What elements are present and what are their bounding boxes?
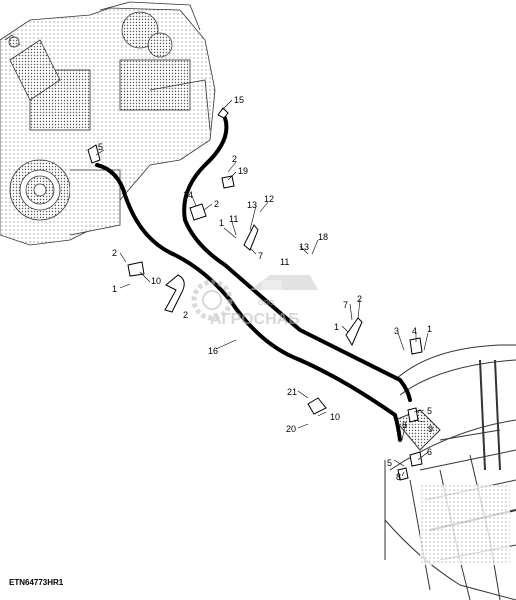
callout-20: 20 bbox=[286, 424, 296, 434]
callout-16: 16 bbox=[208, 346, 218, 356]
callout-6: 6 bbox=[402, 420, 407, 430]
callout-10: 10 bbox=[330, 412, 340, 422]
callout-2: 2 bbox=[214, 199, 219, 209]
callout-5: 5 bbox=[98, 142, 103, 152]
clamps-and-fittings bbox=[87, 107, 423, 481]
callout-2: 2 bbox=[112, 248, 117, 258]
callout-13: 13 bbox=[247, 200, 257, 210]
callout-3: 3 bbox=[394, 326, 399, 336]
callout-14: 14 bbox=[183, 190, 193, 200]
callout-7: 7 bbox=[258, 251, 263, 261]
callout-2: 2 bbox=[232, 154, 237, 164]
leader-lines bbox=[95, 99, 429, 477]
callout-5: 5 bbox=[427, 406, 432, 416]
callouts: 15 5 2 19 14 2 12 13 11 1 7 18 13 11 2 1… bbox=[98, 95, 433, 482]
watermark: ООО АГРОСНАБ bbox=[191, 275, 318, 328]
callout-21: 21 bbox=[287, 387, 297, 397]
callout-15: 15 bbox=[234, 95, 244, 105]
callout-1: 1 bbox=[334, 322, 339, 332]
callout-2: 2 bbox=[183, 310, 188, 320]
callout-11: 11 bbox=[229, 214, 238, 224]
callout-11: 11 bbox=[280, 257, 289, 267]
drawing-reference-code: ETN64773HR1 bbox=[9, 578, 64, 587]
callout-1: 1 bbox=[112, 284, 117, 294]
watermark-prefix: ООО bbox=[258, 300, 275, 307]
callout-1: 1 bbox=[427, 324, 432, 334]
callout-5: 5 bbox=[387, 458, 392, 468]
callout-13: 13 bbox=[299, 242, 309, 252]
callout-2: 2 bbox=[357, 294, 362, 304]
watermark-brand: АГРОСНАБ bbox=[210, 311, 300, 328]
callout-10: 10 bbox=[151, 276, 161, 286]
callout-12: 12 bbox=[264, 194, 274, 204]
callout-7: 7 bbox=[343, 300, 348, 310]
hose-right bbox=[182, 116, 412, 402]
callout-1: 1 bbox=[219, 218, 224, 228]
cab-frame bbox=[384, 344, 516, 600]
callout-6: 6 bbox=[427, 447, 432, 457]
callout-18: 18 bbox=[318, 232, 328, 242]
callout-9: 9 bbox=[428, 424, 433, 434]
engine-assembly bbox=[0, 1, 216, 246]
callout-4: 4 bbox=[412, 326, 417, 336]
callout-19: 19 bbox=[238, 166, 248, 176]
callout-8: 8 bbox=[396, 472, 401, 482]
